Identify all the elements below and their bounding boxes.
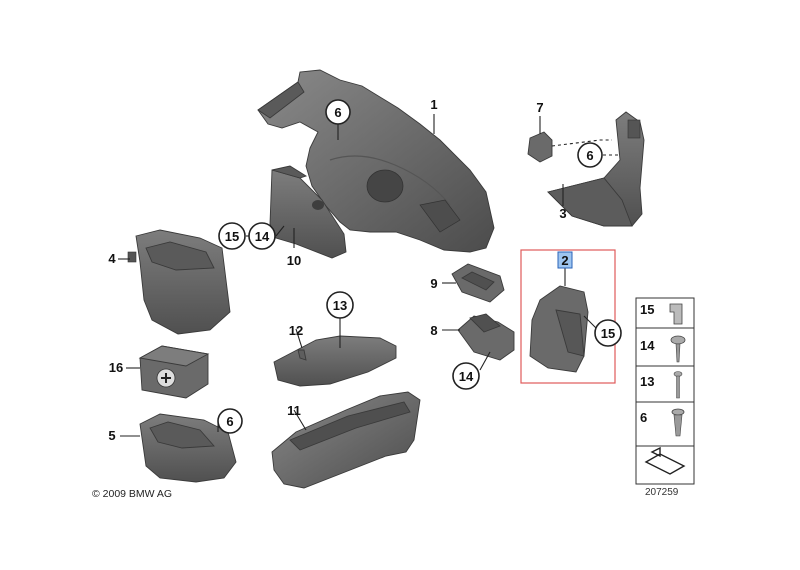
label-2-highlight: [557, 251, 573, 269]
part-16-first-aid-box[interactable]: [138, 345, 210, 399]
legend-label-13[interactable]: 13: [640, 374, 654, 389]
mounting-arrow-icon: [644, 446, 686, 475]
diagram-number: 207259: [645, 487, 679, 498]
part-12-floor-cover[interactable]: [273, 335, 397, 387]
label-14b[interactable]: 14: [459, 369, 474, 384]
label-8[interactable]: 8: [430, 323, 437, 338]
label-6b[interactable]: 6: [586, 148, 593, 163]
label-6c[interactable]: 6: [226, 414, 233, 429]
part-5-storage-tray[interactable]: [139, 413, 237, 483]
legend-label-6[interactable]: 6: [640, 410, 647, 425]
leader-lines: [118, 114, 597, 437]
label-15a[interactable]: 15: [225, 229, 239, 244]
label-16[interactable]: 16: [109, 360, 123, 375]
expanding-rivet-head-icon: [671, 408, 685, 416]
label-10[interactable]: 10: [287, 253, 301, 268]
circle-14a: [248, 222, 276, 250]
highlight-box: [520, 249, 616, 384]
circle-13: [326, 291, 354, 319]
part-1-trunk-trim[interactable]: [257, 69, 495, 253]
label-14a[interactable]: 14: [255, 229, 270, 244]
label-7[interactable]: 7: [536, 100, 543, 115]
part-3-bracket[interactable]: [547, 111, 645, 227]
circle-14b: [452, 362, 480, 390]
bolt-icon: [676, 375, 680, 399]
part-8-holder[interactable]: [457, 313, 515, 361]
expanding-rivet-icon: [673, 414, 683, 437]
circle-6c: [217, 408, 243, 434]
label-2[interactable]: 2: [561, 253, 568, 268]
spring-clip-icon: [669, 303, 683, 325]
screw-icon: [675, 343, 681, 363]
label-13[interactable]: 13: [333, 298, 347, 313]
copyright-text: © 2009 BMW AG: [92, 488, 172, 500]
screw-head-icon: [670, 335, 686, 345]
part-2-cover[interactable]: [529, 285, 589, 373]
circle-15a: [218, 222, 246, 250]
label-11[interactable]: 11: [287, 403, 301, 418]
part-7-clip[interactable]: [527, 131, 553, 163]
label-1[interactable]: 1: [430, 97, 437, 112]
legend-label-14[interactable]: 14: [640, 338, 655, 353]
label-6a[interactable]: 6: [334, 105, 341, 120]
legend-label-15[interactable]: 15: [640, 302, 654, 317]
label-5[interactable]: 5: [108, 428, 115, 443]
circle-15b: [594, 319, 622, 347]
circle-6a: [325, 99, 351, 125]
part-4-storage-tray[interactable]: [127, 229, 231, 335]
part-11-storage-bin[interactable]: [271, 391, 421, 489]
label-12[interactable]: 12: [289, 323, 303, 338]
label-15b[interactable]: 15: [601, 326, 615, 341]
dash-line: [551, 139, 612, 147]
label-3[interactable]: 3: [559, 206, 566, 221]
circle-6b: [577, 142, 603, 168]
label-9[interactable]: 9: [430, 276, 437, 291]
label-4[interactable]: 4: [108, 251, 116, 266]
small-parts-legend: 15 14 13 6: [635, 297, 695, 485]
part-9-holder[interactable]: [451, 263, 505, 303]
